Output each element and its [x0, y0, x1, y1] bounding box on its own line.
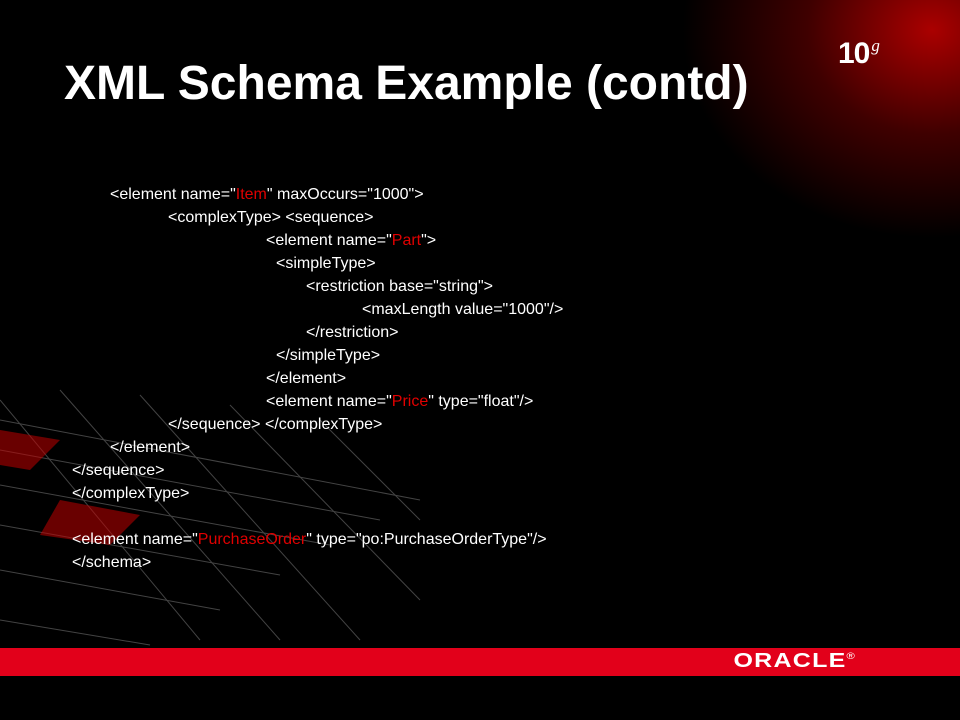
- code-line: <element name="PurchaseOrder" type="po:P…: [72, 531, 547, 548]
- code-line: </complexType>: [72, 485, 190, 502]
- code-line: <element name="Price" type="float"/>: [266, 393, 534, 410]
- code-line: </sequence>: [72, 462, 165, 479]
- code-line: </element>: [266, 370, 347, 387]
- code-line: <element name="Part">: [266, 232, 437, 249]
- code-line: <simpleType>: [276, 255, 376, 272]
- code-line: </simpleType>: [276, 347, 381, 364]
- code-line: </sequence> </complexType>: [168, 416, 383, 433]
- code-line: <complexType> <sequence>: [168, 209, 374, 226]
- code-line: <restriction base="string">: [306, 278, 494, 295]
- slide-title: XML Schema Example (contd): [64, 57, 749, 110]
- code-line: <element name="Item" maxOccurs="1000">: [110, 186, 424, 203]
- code-line: <maxLength value="1000"/>: [362, 301, 564, 318]
- oracle-logo: ORACLE®: [733, 650, 856, 672]
- footer-bar: ORACLE®: [0, 648, 960, 676]
- code-line: </element>: [110, 439, 191, 456]
- red-glow-decoration: [680, 0, 960, 240]
- code-line: </schema>: [72, 554, 152, 571]
- code-line: </restriction>: [306, 324, 399, 341]
